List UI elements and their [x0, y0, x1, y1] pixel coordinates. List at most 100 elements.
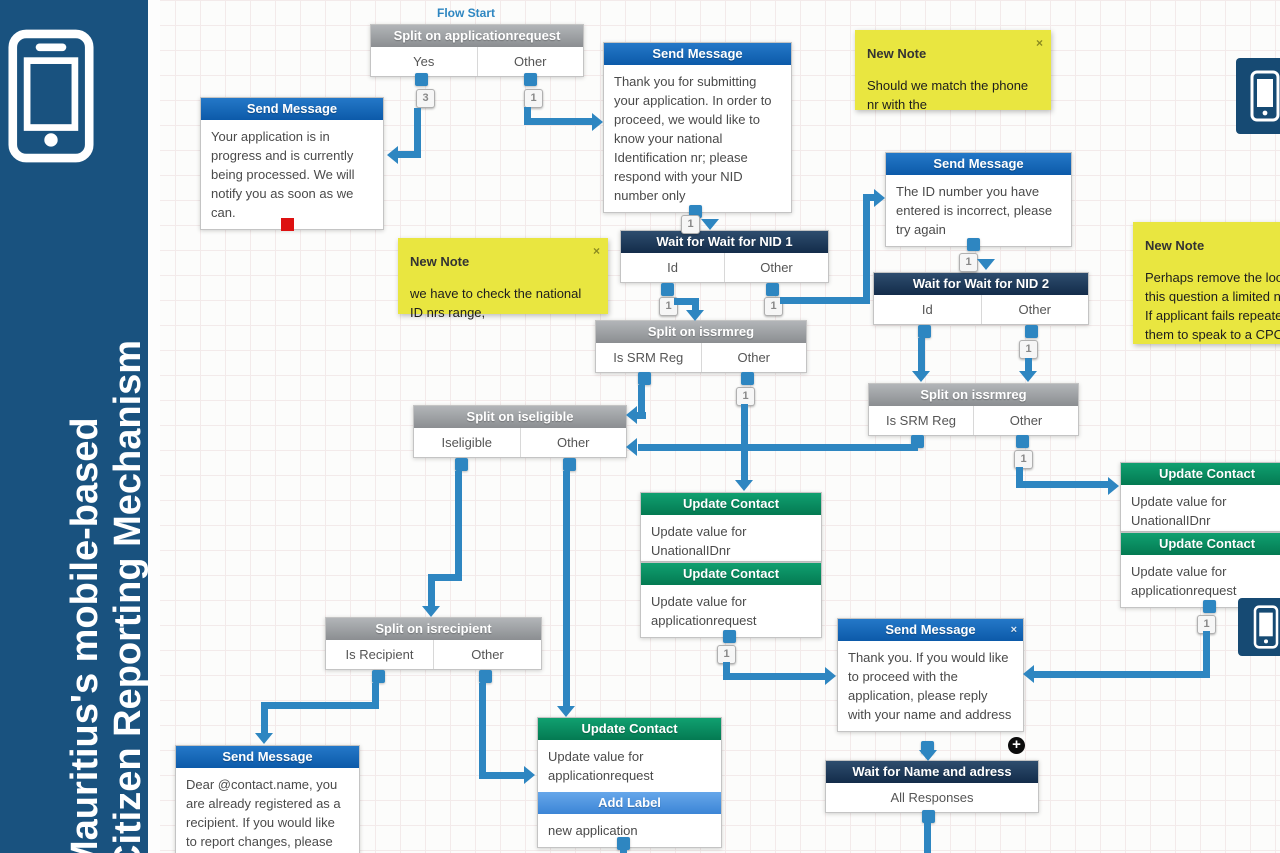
rule-cell-other[interactable]: Other — [433, 640, 541, 669]
node-title: Send Message — [604, 43, 791, 65]
node-send-message-progress[interactable]: Send Message Your application is in prog… — [200, 97, 384, 230]
exit-port[interactable] — [741, 372, 754, 385]
node-title: Split on applicationrequest — [371, 25, 583, 47]
rule-cell-other[interactable]: Other — [973, 406, 1078, 435]
node-send-message-dear[interactable]: Send Message Dear @contact.name, you are… — [175, 745, 360, 853]
connector-line — [372, 683, 379, 709]
note-body: Should we match the phone nr with the — [867, 78, 1029, 112]
rule-cell-iseligible[interactable]: Iseligible — [441, 435, 493, 450]
connector-arrow — [255, 733, 273, 744]
exit-port[interactable] — [661, 283, 674, 296]
count-badge: 1 — [1014, 450, 1033, 469]
exit-port[interactable] — [689, 205, 702, 218]
phone-icon — [1250, 70, 1280, 122]
node-update-contact-right-2[interactable]: Update Contact Update value for applicat… — [1120, 532, 1280, 608]
rule-cell-all-responses[interactable]: All Responses — [890, 790, 974, 805]
node-wait-nid-2[interactable]: Wait for Wait for NID 2 Id Other — [873, 272, 1089, 325]
page-title-line-1: Mauritius's mobile-based — [64, 417, 106, 853]
exit-port[interactable] — [1016, 435, 1029, 448]
node-split-isrecipient[interactable]: Split on isrecipient Is Recipient Other — [325, 617, 542, 670]
note-title: New Note — [867, 46, 927, 61]
node-title: Update Contact — [1121, 533, 1280, 555]
add-label-title: Add Label — [538, 792, 721, 814]
node-wait-name-address[interactable]: Wait for Name and adress All Responses — [825, 760, 1039, 813]
exit-port[interactable] — [766, 283, 779, 296]
node-split-applicationrequest[interactable]: Split on applicationrequest Yes Other — [370, 24, 584, 77]
note-body: Perhaps remove the loop. re-ask this que… — [1145, 270, 1280, 342]
connector-line — [524, 107, 531, 122]
node-title: Wait for Wait for NID 1 — [621, 231, 828, 253]
rule-cell-other[interactable]: Other — [476, 47, 584, 76]
close-icon[interactable]: × — [592, 244, 600, 258]
flow-start-label: Flow Start — [437, 6, 496, 20]
node-wait-nid-1[interactable]: Wait for Wait for NID 1 Id Other — [620, 230, 829, 283]
connector-line — [261, 702, 379, 709]
node-split-issrmreg-mid[interactable]: Split on issrmreg Is SRM Reg Other — [595, 320, 807, 373]
node-title-text: Send Message — [885, 622, 976, 637]
rule-cell-other[interactable]: Other — [724, 253, 828, 282]
exit-port[interactable] — [524, 73, 537, 86]
node-update-contact-addlabel[interactable]: Update Contact Update value for applicat… — [537, 717, 722, 848]
note-title: New Note — [410, 254, 470, 269]
node-update-contact-mid-2[interactable]: Update Contact Update value for applicat… — [640, 562, 822, 638]
mobile-phone-icon — [8, 29, 94, 163]
exit-port[interactable] — [455, 458, 468, 471]
red-drag-marker[interactable] — [281, 218, 294, 231]
close-icon[interactable]: × — [1010, 624, 1017, 636]
connector-line — [261, 702, 268, 734]
simulator-button-top[interactable] — [1236, 58, 1280, 134]
rule-cell-other[interactable]: Other — [519, 428, 627, 457]
rule-cell-isrecipient[interactable]: Is Recipient — [345, 647, 414, 662]
rule-cell-id[interactable]: Id — [667, 260, 678, 275]
sticky-note-loop[interactable]: New Note Perhaps remove the loop. re-ask… — [1133, 222, 1280, 344]
node-send-message-proceed[interactable]: Send Message× Thank you. If you would li… — [837, 618, 1024, 732]
rule-cell-issrmreg[interactable]: Is SRM Reg — [613, 350, 684, 365]
message-text: The ID number you have entered is incorr… — [896, 184, 1053, 237]
count-badge: 1 — [959, 253, 978, 272]
node-update-contact-right-1[interactable]: Update Contact Update value for Unationa… — [1120, 462, 1280, 532]
connector-line — [479, 683, 486, 779]
rule-cell-id[interactable]: Id — [921, 302, 933, 317]
exit-port[interactable] — [617, 837, 630, 850]
connector-line — [924, 822, 931, 853]
rule-cell-other[interactable]: Other — [980, 295, 1089, 324]
connector-arrow — [1108, 477, 1119, 495]
node-update-contact-mid-1[interactable]: Update Contact Update value for Unationa… — [640, 492, 822, 562]
connector-arrow — [977, 259, 995, 270]
connector-arrow — [524, 766, 535, 784]
sticky-note-phone[interactable]: × New Note Should we match the phone nr … — [855, 30, 1051, 112]
connector-line — [674, 298, 699, 305]
exit-port[interactable] — [922, 810, 935, 823]
rule-cell-other[interactable]: Other — [700, 343, 807, 372]
exit-port[interactable] — [415, 73, 428, 86]
rule-cell-yes[interactable]: Yes — [413, 54, 435, 69]
exit-port[interactable] — [967, 238, 980, 251]
exit-port[interactable] — [563, 458, 576, 471]
connector-arrow — [592, 113, 603, 131]
connector-line — [780, 297, 870, 304]
exit-port[interactable] — [918, 325, 931, 338]
connector-arrow — [912, 371, 930, 382]
node-send-message-thankyou[interactable]: Send Message Thank you for submitting yo… — [603, 42, 792, 213]
node-split-issrmreg-right[interactable]: Split on issrmreg Is SRM Reg Other — [868, 383, 1079, 436]
connector-line — [398, 151, 421, 158]
sticky-note-national-id[interactable]: × New Note we have to check the national… — [398, 238, 608, 320]
count-badge: 1 — [659, 297, 678, 316]
simulator-button-bottom[interactable] — [1238, 598, 1280, 656]
label-text: new application — [548, 823, 638, 838]
count-badge: 1 — [1019, 340, 1038, 359]
exit-port[interactable] — [1025, 325, 1038, 338]
exit-port[interactable] — [479, 670, 492, 683]
close-icon[interactable]: × — [1035, 36, 1043, 50]
node-split-iseligible[interactable]: Split on iseligible Iseligible Other — [413, 405, 627, 458]
exit-port[interactable] — [723, 630, 736, 643]
node-title: Send Message — [201, 98, 383, 120]
node-send-message-incorrect[interactable]: Send Message The ID number you have ente… — [885, 152, 1072, 247]
message-text: Your application is in progress and is c… — [211, 129, 355, 220]
exit-port[interactable] — [638, 372, 651, 385]
connector-line — [636, 412, 646, 419]
plus-icon[interactable]: + — [1008, 737, 1025, 754]
rule-cell-issrmreg[interactable]: Is SRM Reg — [885, 413, 957, 428]
exit-port[interactable] — [372, 670, 385, 683]
exit-port[interactable] — [1203, 600, 1216, 613]
